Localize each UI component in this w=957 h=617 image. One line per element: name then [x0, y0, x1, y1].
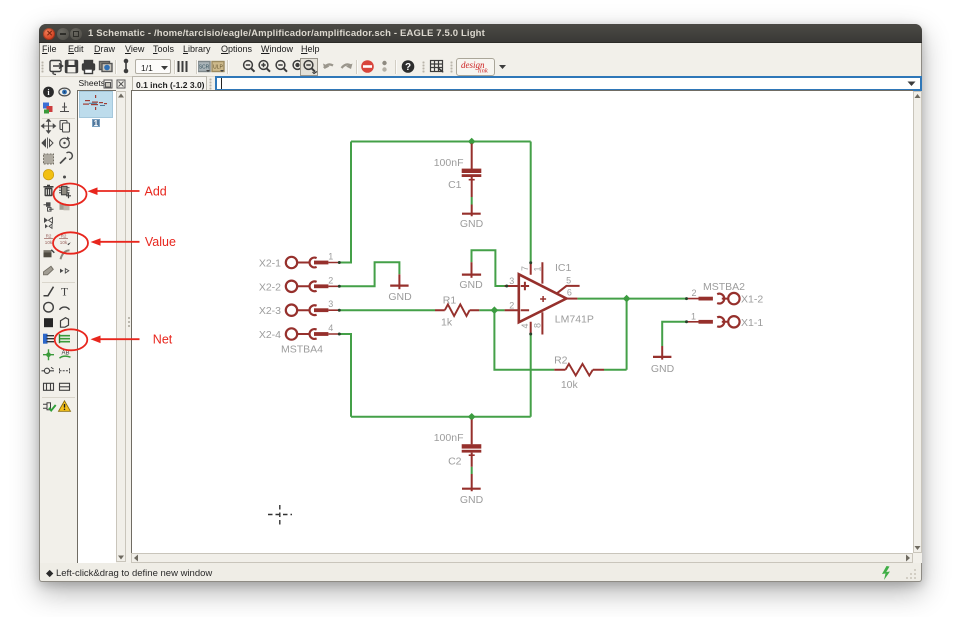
svg-text:LM741P: LM741P — [555, 314, 594, 326]
svg-text:4: 4 — [328, 323, 333, 333]
svg-text:X1-1: X1-1 — [741, 317, 763, 329]
svg-text:5: 5 — [566, 276, 571, 286]
svg-text:C2: C2 — [448, 456, 462, 468]
svg-text:ULP: ULP — [213, 65, 223, 71]
svg-text:3: 3 — [509, 276, 514, 286]
svg-text:GND: GND — [460, 494, 484, 506]
svg-text:2: 2 — [691, 288, 696, 298]
svg-text:1k: 1k — [441, 317, 453, 329]
svg-text:X2-1: X2-1 — [259, 258, 281, 270]
svg-text:X2-4: X2-4 — [259, 329, 281, 341]
svg-text:AB: AB — [61, 351, 69, 357]
svg-text:1: 1 — [533, 266, 543, 271]
svg-text:10k: 10k — [45, 240, 53, 245]
svg-text:GND: GND — [460, 218, 484, 230]
svg-text:X2-2: X2-2 — [259, 281, 281, 293]
svg-text:GND: GND — [651, 363, 675, 375]
svg-text:10k: 10k — [60, 240, 68, 245]
svg-text:6: 6 — [567, 288, 572, 298]
svg-text:IC1: IC1 — [555, 262, 572, 274]
svg-text:Net: Net — [153, 332, 173, 346]
svg-text:C1: C1 — [448, 179, 462, 191]
svg-text:link: link — [478, 68, 488, 75]
svg-text:8: 8 — [533, 323, 543, 328]
svg-text:100nF: 100nF — [434, 157, 464, 169]
svg-text:2: 2 — [509, 300, 514, 310]
svg-text:4: 4 — [520, 323, 530, 328]
svg-text:X1-2: X1-2 — [741, 294, 763, 306]
svg-text:i: i — [47, 88, 50, 97]
svg-text:1: 1 — [328, 252, 333, 262]
svg-text:1: 1 — [691, 311, 696, 321]
svg-text:GND: GND — [388, 291, 412, 303]
svg-text:MSTBA4: MSTBA4 — [281, 343, 323, 355]
svg-text:Value: Value — [145, 235, 176, 249]
svg-text:Add: Add — [145, 184, 167, 198]
svg-text:R2: R2 — [61, 234, 67, 239]
svg-text:10k: 10k — [561, 379, 579, 391]
svg-text:2: 2 — [328, 275, 333, 285]
svg-text:3: 3 — [328, 299, 333, 309]
svg-text:X2-3: X2-3 — [259, 305, 281, 317]
svg-text:design: design — [461, 60, 485, 70]
svg-text:T: T — [61, 287, 68, 299]
svg-text:7: 7 — [520, 266, 530, 271]
svg-text:GND: GND — [459, 279, 483, 291]
svg-text:SCR: SCR — [199, 65, 210, 71]
svg-text:?: ? — [405, 62, 411, 73]
svg-text:100nF: 100nF — [434, 432, 464, 444]
svg-text:R1: R1 — [443, 295, 457, 307]
svg-text:MSTBA2: MSTBA2 — [703, 281, 745, 293]
svg-text:R2: R2 — [46, 234, 52, 239]
svg-text:R2: R2 — [554, 355, 568, 367]
